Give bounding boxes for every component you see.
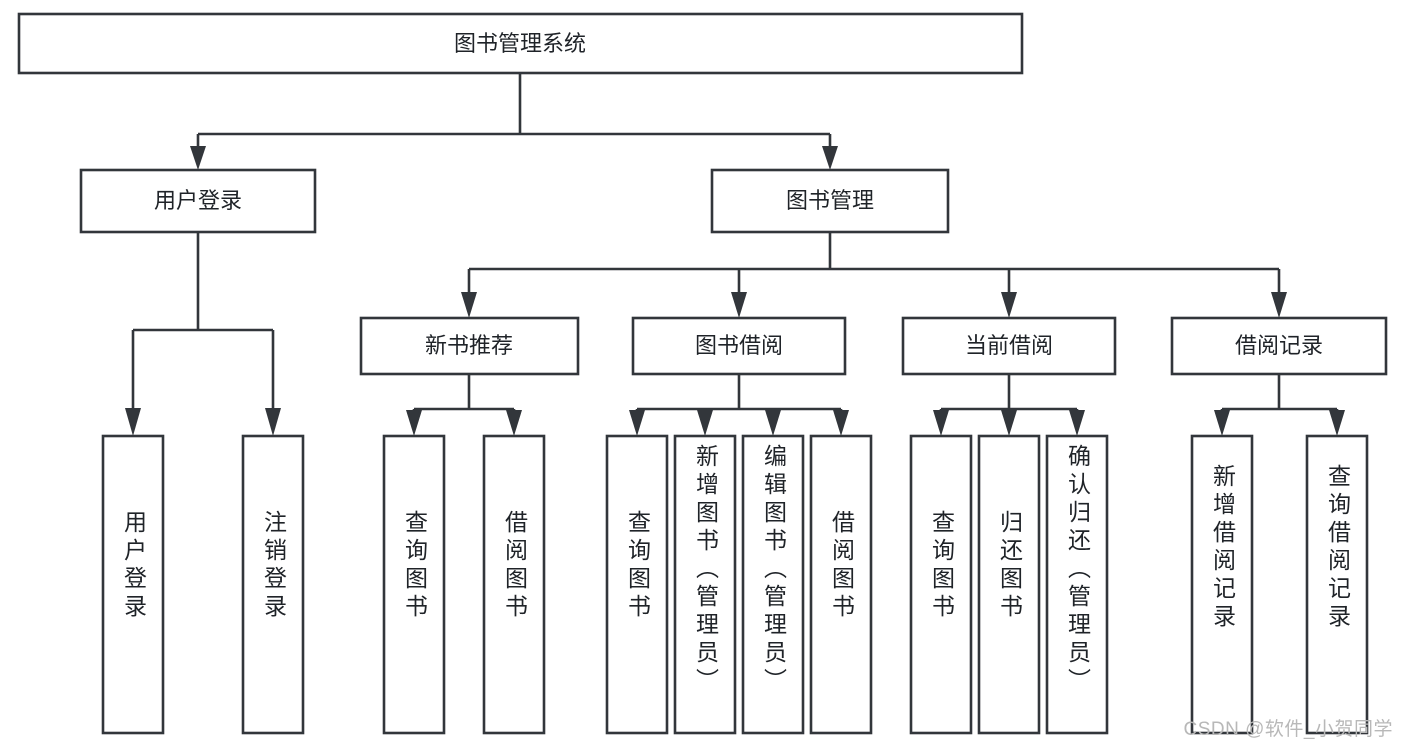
arrow-root-to-user-login: [190, 146, 206, 170]
node-root-label: 图书管理系统: [454, 31, 586, 56]
arrow-cb-to-leaf1: [933, 410, 949, 436]
leaf-add-book-box[interactable]: [673, 434, 737, 735]
node-current-borrow-label: 当前借阅: [965, 333, 1053, 358]
arrow-bb-to-leaf2: [697, 410, 713, 436]
node-borrow-record[interactable]: 借阅记录: [1170, 316, 1388, 376]
node-borrow-record-label: 借阅记录: [1235, 333, 1323, 358]
leaf-confirm-return-box[interactable]: [1045, 434, 1109, 735]
arrow-bm-to-borrow: [731, 292, 747, 318]
connector-group-book-manage: [461, 232, 1287, 318]
csdn-watermark: CSDN @软件_小贺同学: [1183, 719, 1393, 740]
arrow-br-to-leaf2: [1329, 410, 1345, 436]
connector-group-new-book-recommend: [406, 374, 522, 436]
arrow-cb-to-leaf2: [1001, 410, 1017, 436]
leaf-borrow-book-2-box[interactable]: [809, 434, 873, 735]
node-current-borrow[interactable]: 当前借阅: [901, 316, 1117, 376]
node-root-box[interactable]: [17, 12, 1024, 75]
arrow-ul-to-leaf1: [125, 408, 141, 436]
node-user-login-label: 用户登录: [154, 188, 242, 213]
leaf-return-book-box[interactable]: [977, 434, 1041, 735]
connector-group-borrow-record: [1214, 374, 1345, 436]
arrow-br-to-leaf1: [1214, 410, 1230, 436]
arrow-bb-to-leaf3: [765, 410, 781, 436]
arrow-bm-to-record: [1271, 292, 1287, 318]
leaf-user-login-box[interactable]: [101, 434, 165, 735]
leaf-query-book-2-box[interactable]: [605, 434, 669, 735]
arrow-bb-to-leaf4: [833, 410, 849, 436]
leaf-boxes: [101, 434, 1369, 735]
node-new-book-recommend-label: 新书推荐: [425, 333, 513, 358]
node-book-manage-label: 图书管理: [786, 188, 874, 213]
node-user-login-box[interactable]: [79, 168, 317, 234]
leaf-borrow-book-1-box[interactable]: [482, 434, 546, 735]
leaf-add-record-box[interactable]: [1190, 434, 1254, 735]
connector-group-book-borrow: [629, 374, 849, 436]
arrow-rec-to-leaf2: [506, 410, 522, 436]
arrow-bm-to-current: [1001, 292, 1017, 318]
arrow-rec-to-leaf1: [406, 410, 422, 436]
leaf-query-record-box[interactable]: [1305, 434, 1369, 735]
node-book-manage-box[interactable]: [710, 168, 950, 234]
connector-group-user-login: [125, 232, 281, 436]
node-new-book-recommend-box[interactable]: [359, 316, 580, 376]
node-book-borrow-label: 图书借阅: [695, 333, 783, 358]
connector-group-current-borrow: [933, 374, 1085, 436]
arrow-root-to-book-manage: [822, 146, 838, 170]
node-user-login[interactable]: 用户登录: [79, 168, 317, 234]
leaf-query-book-1-box[interactable]: [382, 434, 446, 735]
leaf-edit-book-box[interactable]: [741, 434, 805, 735]
node-book-borrow-box[interactable]: [631, 316, 847, 376]
node-new-book-recommend[interactable]: 新书推荐: [359, 316, 580, 376]
leaf-query-book-3-box[interactable]: [909, 434, 973, 735]
arrow-ul-to-leaf2: [265, 408, 281, 436]
arrow-cb-to-leaf3: [1069, 410, 1085, 436]
node-book-borrow[interactable]: 图书借阅: [631, 316, 847, 376]
node-borrow-record-box[interactable]: [1170, 316, 1388, 376]
leaf-logout-login-box[interactable]: [241, 434, 305, 735]
node-book-manage[interactable]: 图书管理: [710, 168, 950, 234]
node-current-borrow-box[interactable]: [901, 316, 1117, 376]
node-root[interactable]: 图书管理系统: [17, 12, 1024, 75]
arrow-bb-to-leaf1: [629, 410, 645, 436]
arrow-bm-to-recommend: [461, 292, 477, 318]
connector-group-root: [190, 73, 838, 170]
